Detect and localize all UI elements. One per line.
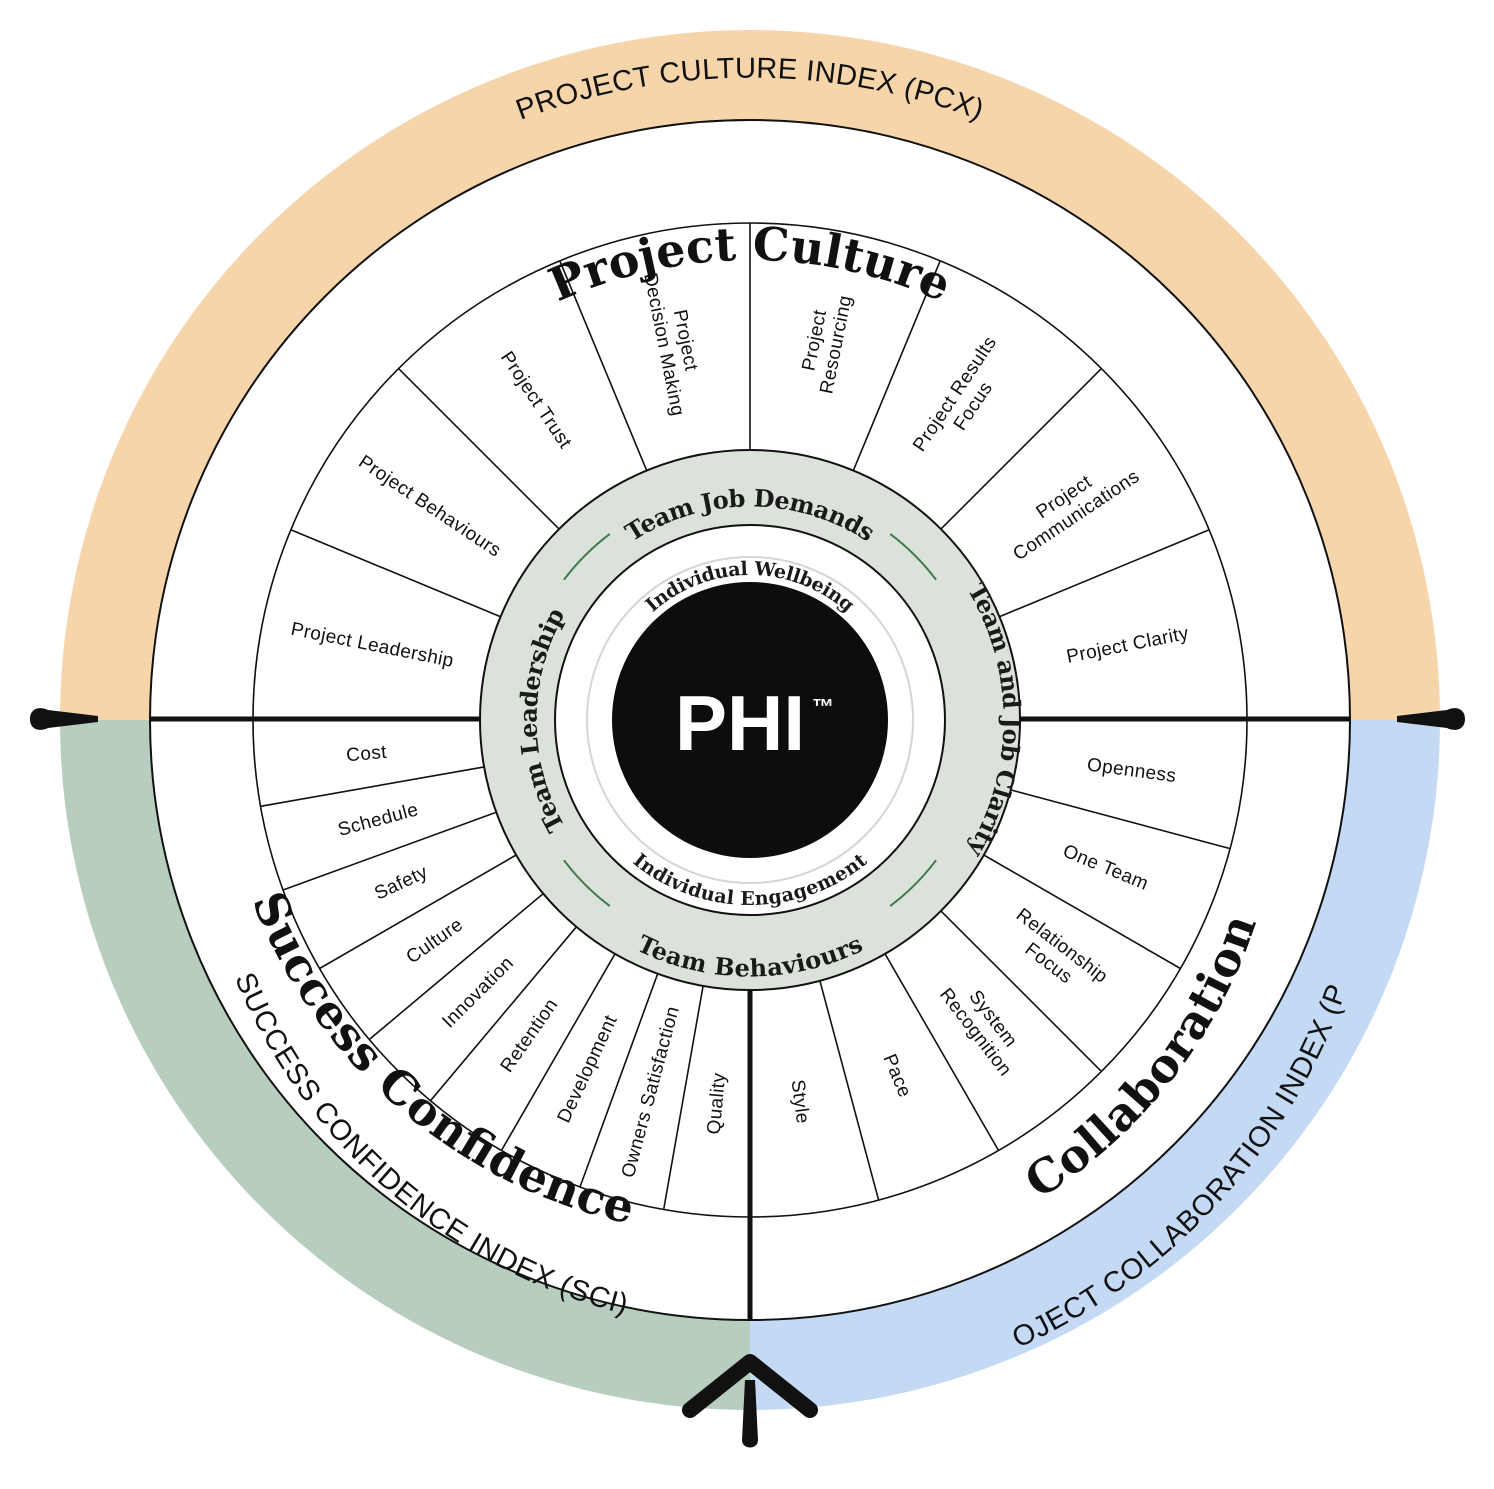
segment-divider bbox=[282, 811, 497, 891]
bottom-chevron-icon bbox=[682, 1354, 818, 1418]
segment-divider bbox=[290, 529, 501, 618]
ring-accent-arc bbox=[563, 533, 611, 581]
segment-dividers bbox=[260, 223, 1231, 1210]
left-arrow-icon bbox=[30, 708, 98, 730]
team-ring-accents bbox=[563, 533, 937, 907]
ring-accent-arc bbox=[889, 859, 937, 907]
segment-divider bbox=[398, 368, 560, 530]
segment-divider bbox=[1010, 789, 1231, 850]
segment-divider bbox=[368, 892, 544, 1041]
culture-index-band bbox=[60, 30, 1440, 720]
ring-accent-arc bbox=[563, 859, 611, 907]
segment-divider bbox=[579, 973, 659, 1188]
segment-divider bbox=[884, 953, 1000, 1151]
ring-accent-arc bbox=[889, 533, 937, 581]
segment-divider bbox=[940, 910, 1102, 1072]
collaboration-index-band bbox=[750, 720, 1440, 1410]
segment-divider bbox=[852, 260, 941, 471]
segment-divider bbox=[319, 854, 517, 970]
segment-divider bbox=[559, 260, 648, 471]
success-index-band bbox=[60, 720, 750, 1410]
segment-divider bbox=[983, 854, 1181, 970]
segment-divider bbox=[940, 368, 1102, 530]
segment-divider bbox=[429, 926, 578, 1102]
segment-divider bbox=[819, 980, 880, 1201]
right-arrow-icon bbox=[1397, 708, 1465, 730]
bottom-arrow-icon bbox=[742, 1380, 758, 1448]
segment-divider bbox=[500, 953, 616, 1151]
phi-center-label: PHI bbox=[675, 679, 805, 767]
individual-ring-guide bbox=[586, 556, 914, 884]
segment-divider bbox=[999, 529, 1210, 618]
segment-label-cost: Cost bbox=[345, 742, 388, 766]
segment-divider bbox=[662, 985, 704, 1210]
phi-center-disc bbox=[612, 582, 888, 858]
segment-divider bbox=[260, 766, 485, 808]
phi-trademark: ™ bbox=[812, 694, 834, 719]
